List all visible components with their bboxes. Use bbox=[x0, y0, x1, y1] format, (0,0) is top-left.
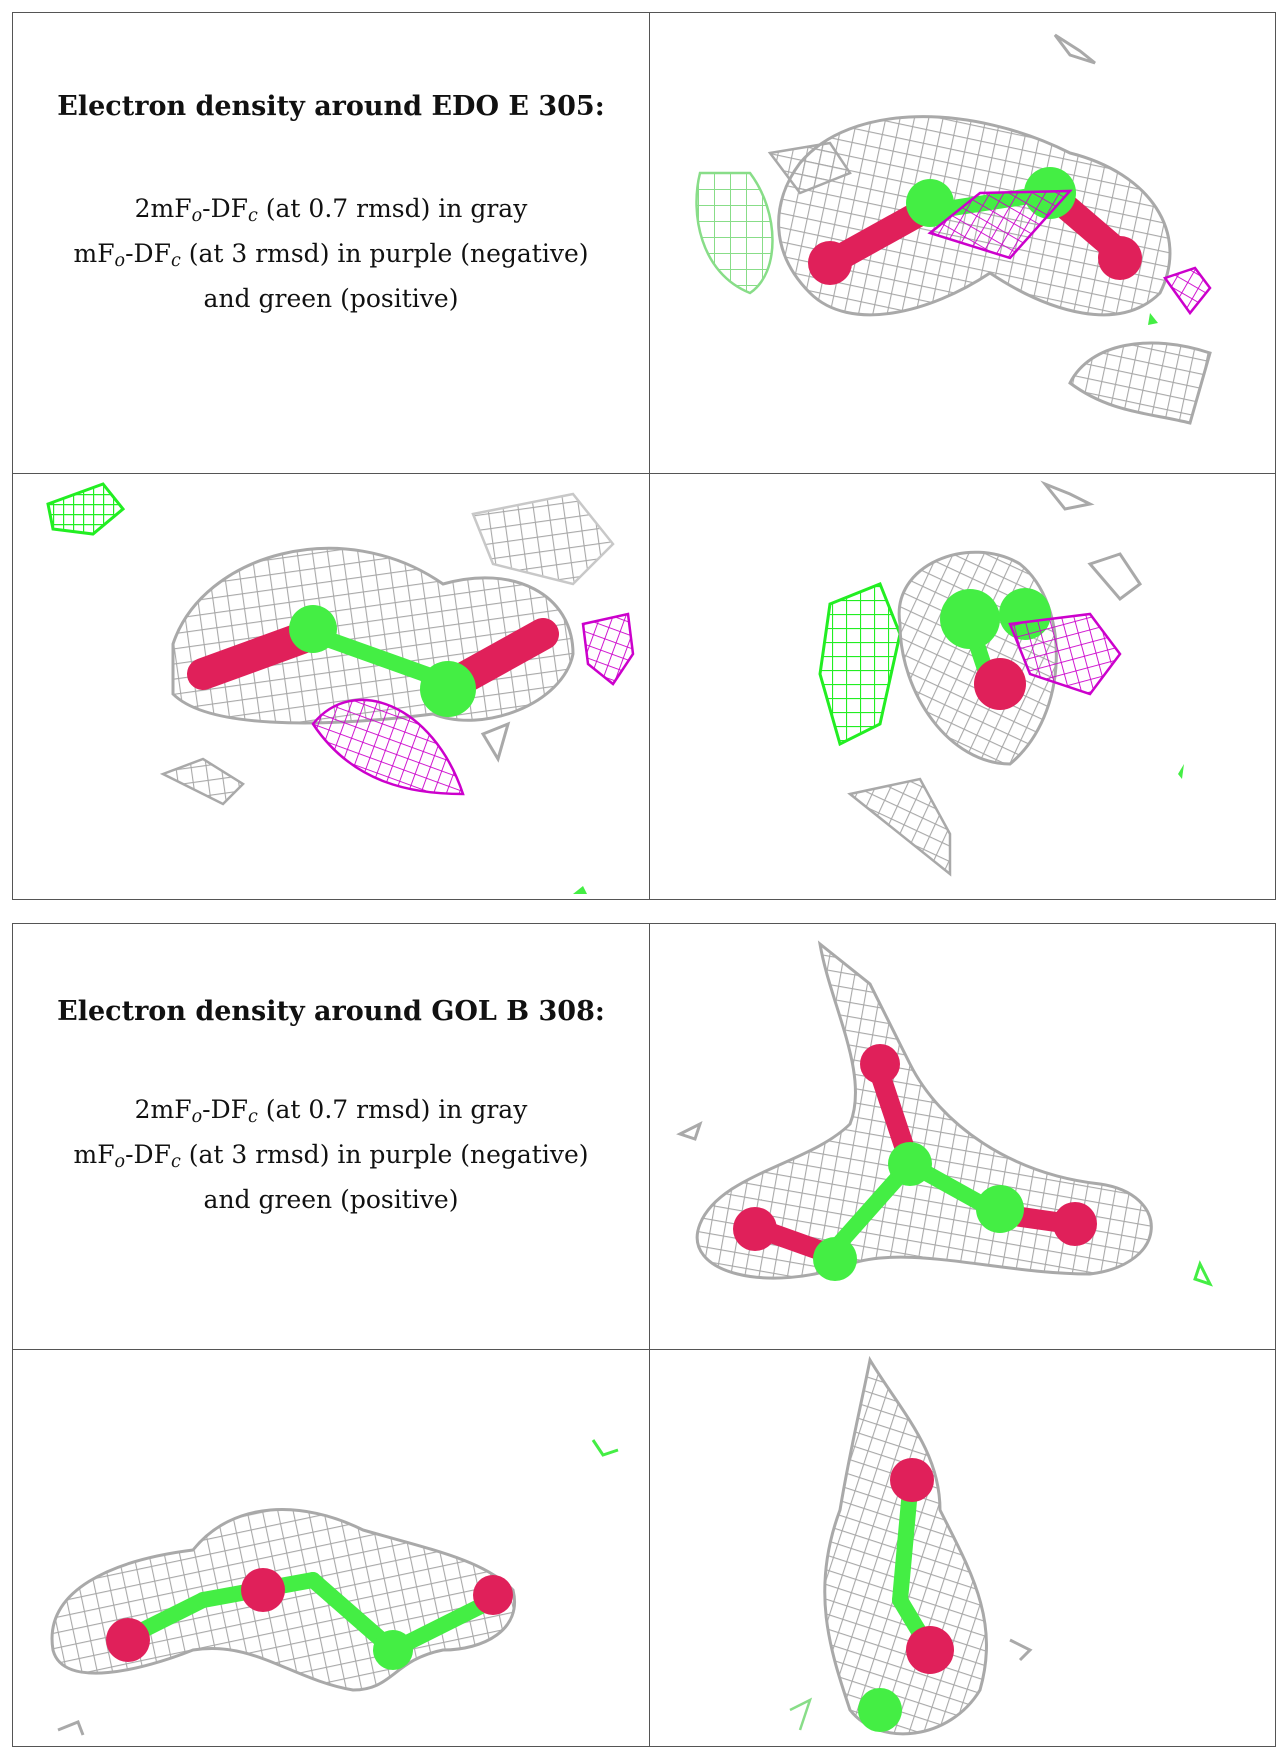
edo-density-view-3 bbox=[650, 474, 1276, 900]
gol-caption: Electron density around GOL B 308: 2mFo-… bbox=[13, 924, 649, 1349]
column-divider bbox=[649, 13, 650, 899]
row-divider bbox=[13, 1349, 1275, 1350]
row-divider bbox=[13, 473, 1275, 474]
column-divider bbox=[649, 924, 650, 1746]
gol-title: Electron density around GOL B 308: bbox=[57, 996, 605, 1027]
gol-density-view-1 bbox=[650, 924, 1276, 1349]
gol-density-block: Electron density around GOL B 308: 2mFo-… bbox=[12, 923, 1276, 1747]
edo-legend-line-3: and green (positive) bbox=[203, 284, 459, 313]
edo-density-view-1 bbox=[650, 13, 1276, 473]
edo-density-view-2 bbox=[13, 474, 649, 900]
edo-caption: Electron density around EDO E 305: 2mFo-… bbox=[13, 13, 649, 473]
gol-legend-line-1: 2mFo-DFc (at 0.7 rmsd) in gray bbox=[134, 1095, 528, 1127]
gol-legend-line-2: mFo-DFc (at 3 rmsd) in purple (negative) bbox=[73, 1140, 589, 1172]
gol-legend-line-3: and green (positive) bbox=[203, 1185, 459, 1214]
edo-density-block: Electron density around EDO E 305: 2mFo-… bbox=[12, 12, 1276, 900]
edo-legend-line-2: mFo-DFc (at 3 rmsd) in purple (negative) bbox=[73, 239, 589, 271]
gol-density-view-3 bbox=[650, 1350, 1276, 1748]
edo-title: Electron density around EDO E 305: bbox=[57, 91, 605, 122]
edo-legend-line-1: 2mFo-DFc (at 0.7 rmsd) in gray bbox=[134, 194, 528, 226]
gol-density-view-2 bbox=[13, 1350, 649, 1748]
